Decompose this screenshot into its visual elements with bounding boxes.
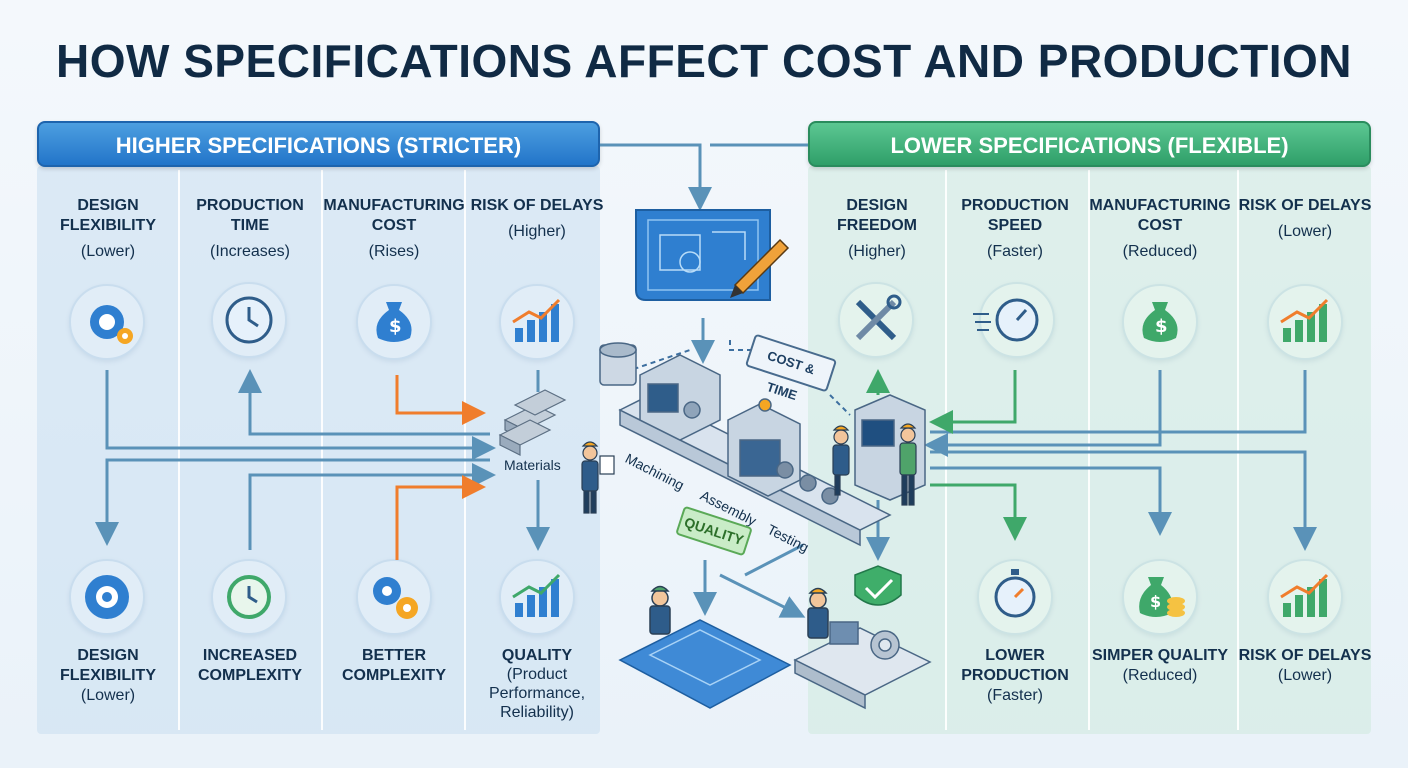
- column-divider: [1237, 170, 1239, 730]
- right-bottom-label-1: LOWER PRODUCTION (Faster): [943, 646, 1087, 706]
- label-heading: RISK OF DELAYS: [1238, 197, 1372, 214]
- label-sub: (Rises): [368, 243, 420, 260]
- label-sub: (Reduced): [1122, 243, 1198, 260]
- left-bottom-label-1: DESIGN FLEXIBILITY (Lower): [36, 646, 180, 706]
- left-bottom-label-4: QUALITY (Product Performance, Reliabilit…: [465, 646, 609, 722]
- right-bottom-label-2: SIMPER QUALITY (Reduced): [1088, 646, 1232, 686]
- right-top-label-3: MANUFACTURING COST (Reduced): [1088, 196, 1232, 262]
- blueprint-illustration: [635, 209, 790, 301]
- column-divider: [321, 170, 323, 730]
- label-sub: (Product Performance, Reliability): [488, 666, 586, 721]
- right-bottom-label-3: RISK OF DELAYS (Lower): [1233, 646, 1377, 686]
- label-sub: (Lower): [80, 687, 136, 704]
- label-heading: RISK OF DELAYS: [470, 197, 604, 214]
- label-heading: PRODUCTION SPEED: [961, 197, 1069, 234]
- higher-spec-banner: HIGHER SPECIFICATIONS (STRICTER): [37, 121, 600, 167]
- left-bottom-label-3: BETTER COMPLEXITY: [322, 646, 466, 686]
- label-heading: MANUFACTURING COST: [323, 197, 465, 234]
- label-sub: (Faster): [987, 687, 1043, 704]
- left-top-label-1: DESIGN FLEXIBILITY (Lower): [36, 196, 180, 262]
- page-title: HOW SPECIFICATIONS AFFECT COST AND PRODU…: [56, 35, 1352, 87]
- column-divider: [1088, 170, 1090, 730]
- left-top-label-3: MANUFACTURING COST (Rises): [322, 196, 466, 262]
- column-divider: [464, 170, 466, 730]
- label-heading: PRODUCTION TIME: [196, 197, 304, 234]
- label-heading: LOWER PRODUCTION: [961, 647, 1069, 684]
- label-heading: QUALITY: [501, 647, 573, 664]
- column-divider: [178, 170, 180, 730]
- left-top-label-4: RISK OF DELAYS (Higher): [465, 196, 609, 242]
- label-sub: (Reduced): [1122, 667, 1198, 684]
- right-top-label-2: PRODUCTION SPEED (Faster): [943, 196, 1087, 262]
- label-sub: (Higher): [848, 243, 906, 260]
- label-sub: (Lower): [1277, 667, 1333, 684]
- label-sub: (Faster): [987, 243, 1043, 260]
- blueprint-mat-illustration: [618, 585, 792, 709]
- machining-label: Machining: [622, 450, 687, 494]
- label-heading: DESIGN FREEDOM: [837, 197, 917, 234]
- label-heading: DESIGN FLEXIBILITY: [60, 647, 156, 684]
- label-sub: (Higher): [508, 223, 566, 240]
- label-heading: RISK OF DELAYS: [1238, 647, 1372, 664]
- label-heading: MANUFACTURING COST: [1089, 197, 1231, 234]
- right-top-label-4: RISK OF DELAYS (Lower): [1233, 196, 1377, 242]
- right-top-label-1: DESIGN FREEDOM (Higher): [805, 196, 949, 262]
- materials-label: Materials: [504, 457, 561, 473]
- label-heading: INCREASED COMPLEXITY: [197, 647, 302, 684]
- label-heading: BETTER COMPLEXITY: [341, 647, 446, 684]
- left-bottom-label-2: INCREASED COMPLEXITY: [178, 646, 322, 686]
- label-sub: (Lower): [80, 243, 136, 260]
- testing-label: Testing: [764, 521, 812, 556]
- label-heading: SIMPER QUALITY: [1091, 647, 1228, 664]
- lower-spec-banner: LOWER SPECIFICATIONS (FLEXIBLE): [808, 121, 1371, 167]
- left-top-label-2: PRODUCTION TIME (Increases): [178, 196, 322, 262]
- label-heading: DESIGN FLEXIBILITY: [60, 197, 156, 234]
- label-sub: (Lower): [1277, 223, 1333, 240]
- label-sub: (Increases): [209, 243, 291, 260]
